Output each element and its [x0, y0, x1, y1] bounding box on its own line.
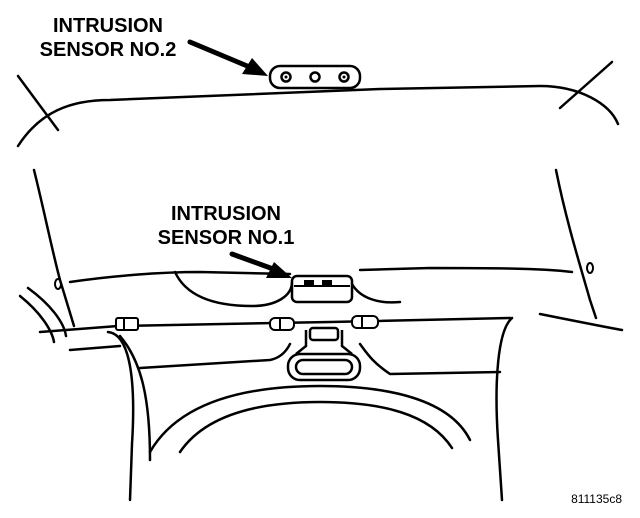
headliner-front-edge	[16, 84, 620, 148]
left-grille-arc-1	[18, 294, 56, 344]
pillar-right-line	[558, 60, 614, 110]
callout-2-line-2: SENSOR NO.2	[39, 39, 177, 61]
left-seat-outline	[106, 330, 135, 502]
dash-lower-line	[68, 344, 122, 352]
right-seat-outline	[495, 316, 514, 502]
windshield-lower-ledge	[68, 270, 292, 284]
callout-intrusion-sensor-2: INTRUSION SENSOR NO.2	[18, 14, 198, 62]
dash-shadow-line	[138, 342, 292, 370]
center-left-clip	[269, 317, 295, 331]
dash-shadow-line-right	[358, 342, 502, 376]
center-cowl-inner	[178, 400, 454, 454]
intrusion-sensor-2	[268, 64, 362, 90]
windshield-lower-ledge-right	[358, 266, 574, 274]
arrow-sensor-1	[229, 251, 292, 278]
rearview-mirror	[286, 326, 362, 382]
callout-1-line-2: SENSOR NO.1	[157, 227, 295, 249]
right-side-hole	[586, 262, 594, 274]
left-grille-arc-2	[26, 286, 68, 338]
callout-1-line-1: INTRUSION	[171, 203, 281, 225]
console-swoop-right	[350, 282, 402, 304]
pillar-left-line	[16, 74, 60, 132]
center-right-clip	[351, 315, 379, 329]
intrusion-sensor-1	[290, 274, 354, 304]
left-seat-inner	[118, 334, 152, 462]
left-side-trim	[32, 168, 76, 328]
right-side-trim	[554, 168, 598, 320]
figure-code: 811135c8	[571, 492, 622, 506]
arrow-sensor-2	[187, 39, 268, 76]
center-cowl	[148, 384, 472, 454]
callout-2-line-1: INTRUSION	[53, 15, 163, 37]
right-seat-edge	[538, 312, 624, 332]
left-side-hole	[54, 278, 62, 290]
dash-top-line	[38, 316, 512, 334]
left-bracket	[115, 317, 139, 331]
callout-intrusion-sensor-1: INTRUSION SENSOR NO.1	[140, 202, 312, 250]
console-swoop-left	[173, 270, 294, 308]
